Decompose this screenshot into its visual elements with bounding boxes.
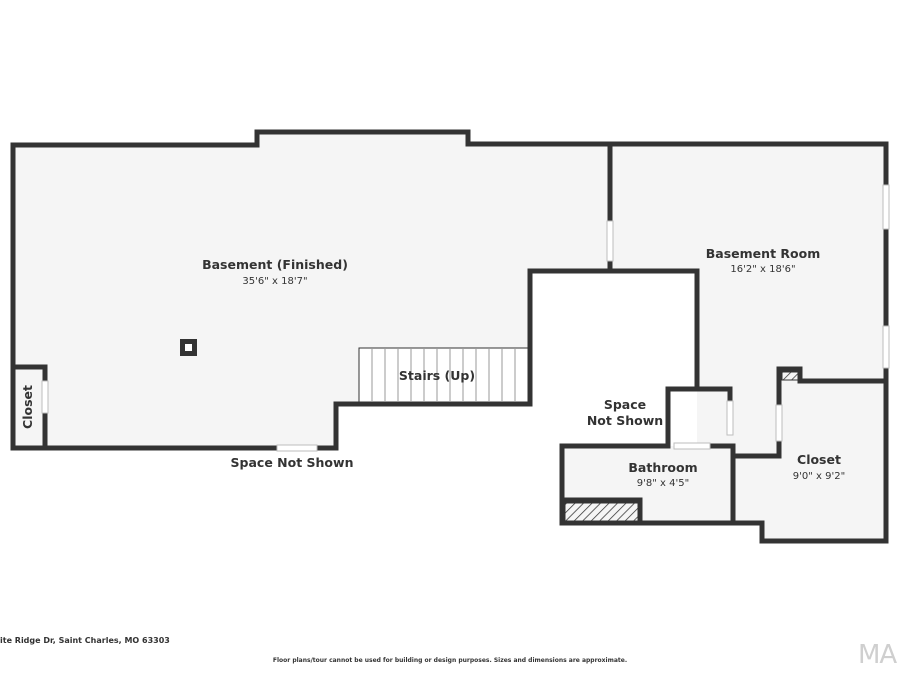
room-dims-bathroom: 9'8" x 4'5" [637, 478, 689, 489]
room-dims-closet-right: 9'0" x 9'2" [793, 471, 845, 482]
room-name-basement-room: Basement Room [706, 246, 820, 261]
label-space-not-shown-bottom: Space Not Shown [231, 455, 354, 470]
wall-closet-left [10, 364, 48, 383]
window-right-1 [882, 184, 890, 230]
hatched-fixture-bathroom [564, 502, 639, 522]
walls [10, 129, 889, 544]
room-name-closet-left: Closet [20, 385, 35, 429]
room-name-bathroom: Bathroom [628, 460, 697, 475]
opening-space-bottom [673, 442, 711, 450]
window-right-2 [882, 325, 890, 369]
opening-bottom [276, 444, 318, 452]
wall-closet-right-lower [730, 439, 782, 459]
floor-basement-room [610, 144, 886, 456]
brand-logo: MA [858, 640, 897, 670]
opening-space-right [726, 400, 734, 436]
room-name-space-not-shown-line2: Not Shown [587, 413, 663, 428]
wall-bathroom-inner [559, 497, 643, 526]
opening-divider [606, 220, 614, 262]
wall-bottom-mid [315, 268, 700, 451]
openings [41, 184, 890, 452]
room-name-space-not-shown-line1: Space [604, 397, 646, 412]
hatched-fixture-closet [781, 371, 799, 381]
wall-space-box [665, 386, 733, 449]
wall-closet-right [776, 366, 889, 407]
wall-space-box-bottom [707, 443, 736, 526]
floor-areas [13, 132, 886, 541]
room-dims-basement-finished: 35'6" x 18'7" [242, 276, 307, 287]
room-dims-basement-room: 16'2" x 18'6" [730, 264, 795, 275]
floor-closet-right [733, 381, 886, 541]
disclaimer-text: Floor plans/tour cannot be used for buil… [272, 657, 628, 664]
column-icon [180, 339, 197, 356]
property-address: ite Ridge Dr, Saint Charles, MO 63303 [0, 636, 170, 645]
room-name-closet-right: Closet [797, 452, 841, 467]
wall-outer-left-top [10, 129, 889, 544]
room-name-basement-finished: Basement (Finished) [202, 257, 348, 272]
opening-closet-right [775, 404, 783, 442]
room-name-stairs: Stairs (Up) [399, 368, 475, 383]
opening-closet-left [41, 380, 49, 414]
